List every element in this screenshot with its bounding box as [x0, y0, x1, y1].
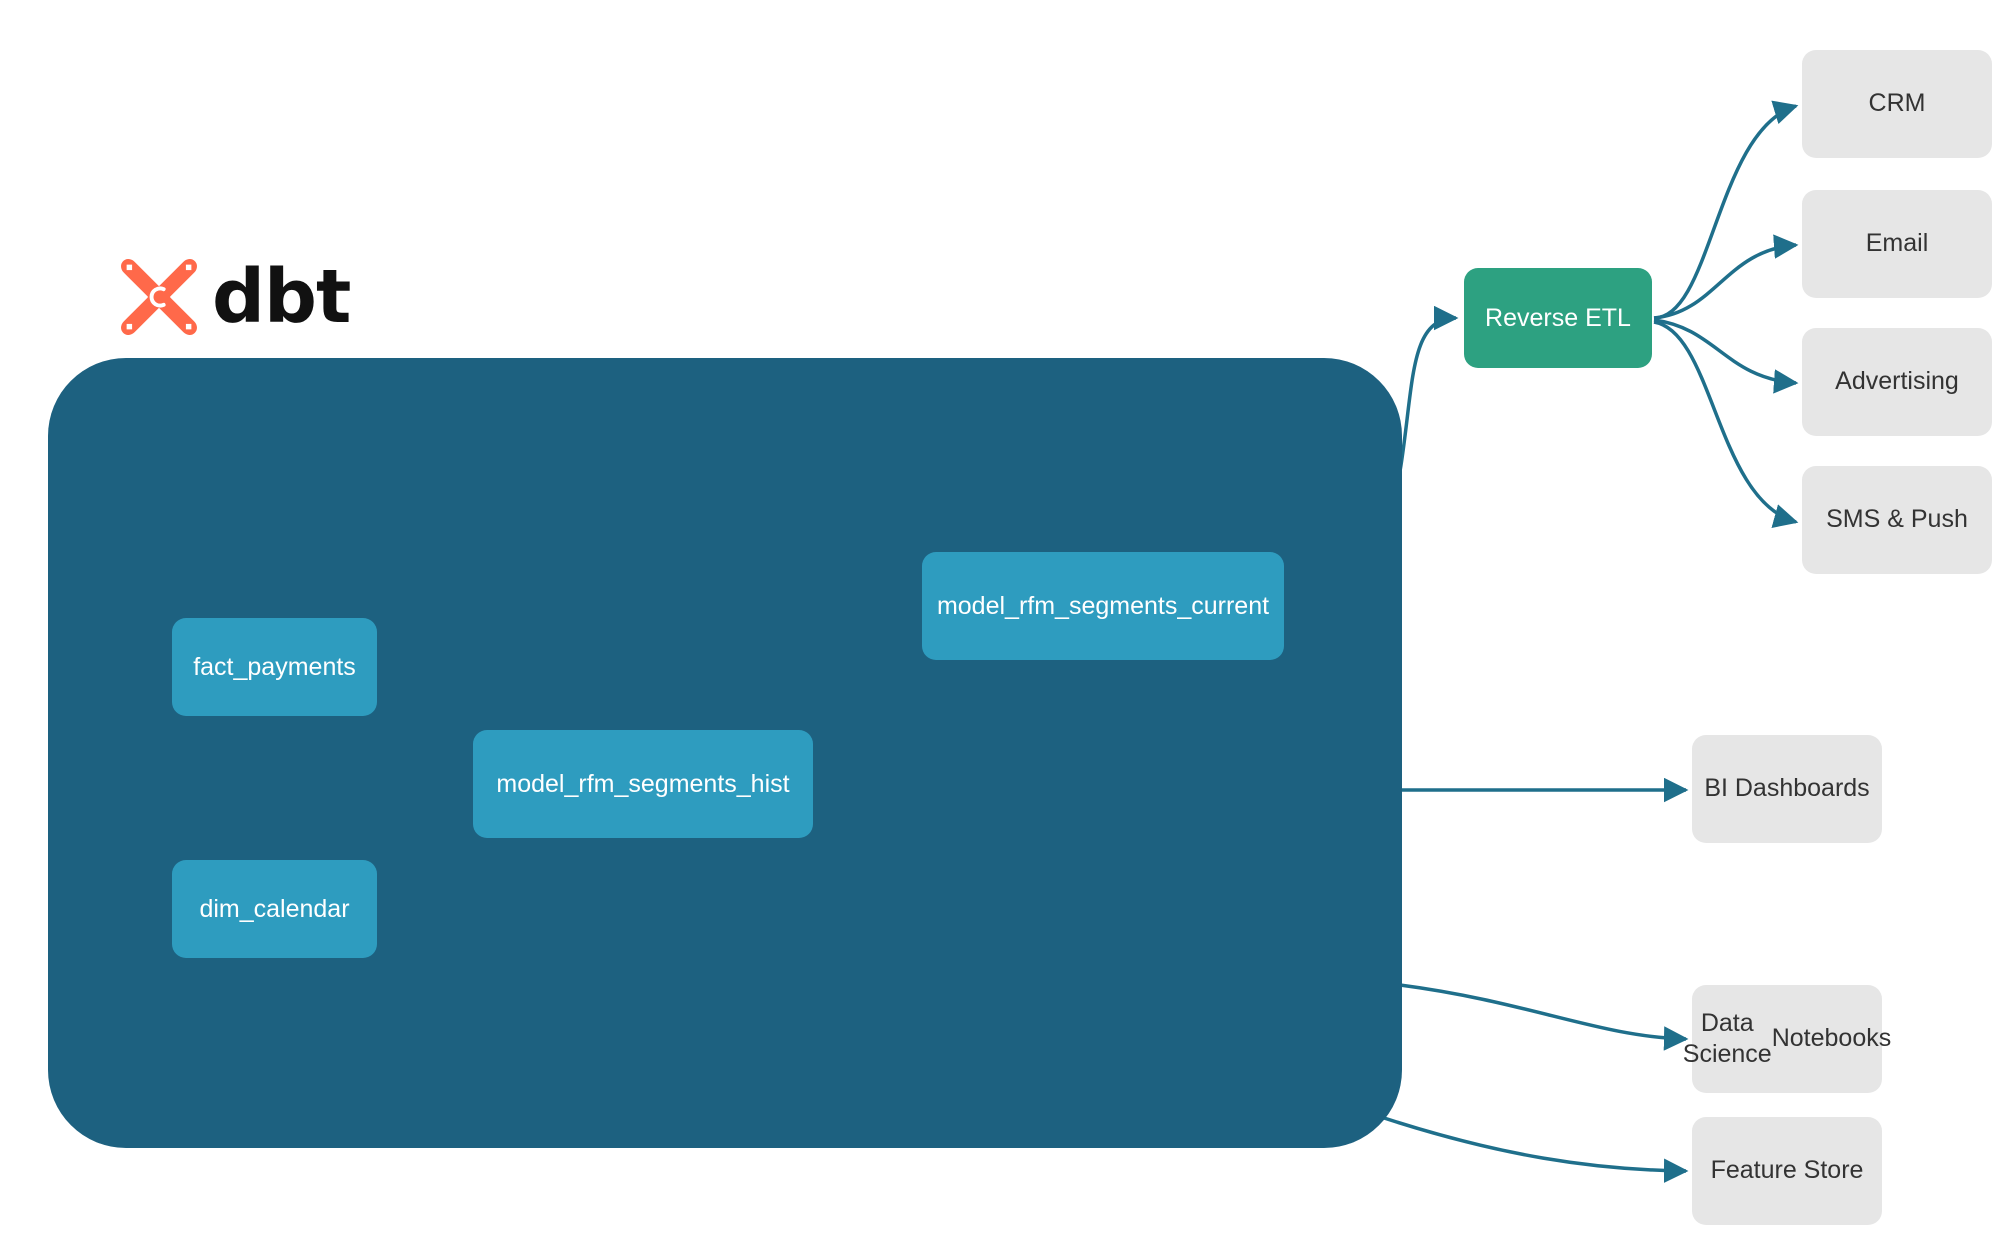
dbt-wordmark: dbt: [212, 254, 351, 340]
destination-node-sms-push[interactable]: SMS & Push: [1802, 466, 1992, 574]
destination-node-advertising[interactable]: Advertising: [1802, 328, 1992, 436]
edge-reverse-etl-to-sms-push: [1653, 320, 1799, 528]
destination-node-crm[interactable]: CRM: [1802, 50, 1992, 158]
destination-node-feature-store[interactable]: Feature Store: [1692, 1117, 1882, 1225]
dbt-x-logo-icon: [121, 259, 197, 335]
edge-reverse-etl-to-email: [1653, 234, 1799, 320]
destination-label-line-2: Notebooks: [1771, 1024, 1892, 1053]
model-node-rfm-segments-current[interactable]: model_rfm_segments_current: [922, 552, 1284, 660]
model-node-rfm-segments-hist[interactable]: model_rfm_segments_hist: [473, 730, 813, 838]
model-node-dim-calendar[interactable]: dim_calendar: [172, 860, 377, 958]
model-node-fact-payments[interactable]: fact_payments: [172, 618, 377, 716]
destination-node-data-science-notebooks[interactable]: Data Science Notebooks: [1683, 985, 1891, 1093]
destination-node-email[interactable]: Email: [1802, 190, 1992, 298]
dbt-logo: dbt: [120, 254, 351, 340]
reverse-etl-node[interactable]: Reverse ETL: [1464, 268, 1652, 368]
edge-reverse-etl-to-advertising: [1653, 318, 1799, 394]
destination-node-bi-dashboards[interactable]: BI Dashboards: [1692, 735, 1882, 843]
destination-label-line-1: Data Science: [1682, 1008, 1772, 1068]
edge-reverse-etl-to-crm: [1653, 100, 1799, 320]
